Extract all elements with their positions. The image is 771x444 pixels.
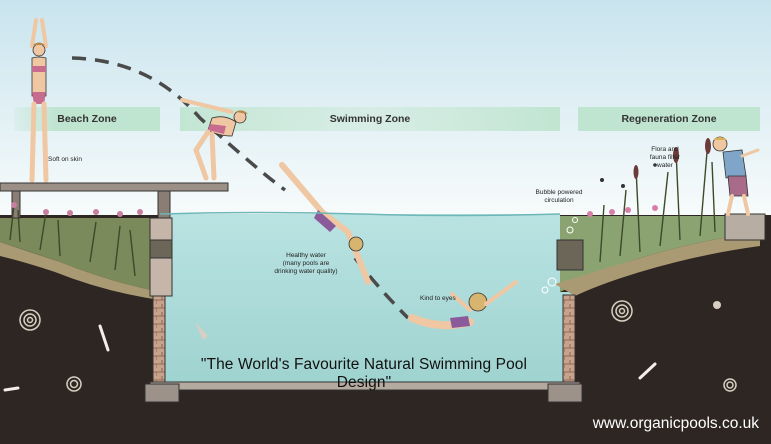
- bubbles: [541, 209, 578, 294]
- flora-line-1: Flora and: [651, 146, 679, 153]
- kind-to-eyes-note: Kind to eyes: [420, 295, 456, 302]
- bones: [3, 324, 657, 392]
- dive-trajectory: [71, 56, 287, 192]
- pool-water: [160, 214, 575, 384]
- regeneration-flowers: [633, 138, 711, 179]
- diving-swimmer-figure: [279, 162, 371, 285]
- website-url: www.organicpools.co.uk: [592, 415, 759, 432]
- pink-blossoms: [587, 205, 658, 217]
- wooden-deck: [0, 182, 229, 192]
- regeneration-bed: [560, 216, 760, 292]
- flying-insects: [600, 163, 657, 188]
- boy-figure: [712, 136, 760, 216]
- beach-planting-bed: [0, 218, 160, 292]
- regeneration-reeds: [599, 139, 716, 263]
- crouching-diver-figure: [180, 98, 248, 181]
- woman-standing-figure: [29, 18, 49, 183]
- bubble-line-1: Bubble powered: [535, 189, 583, 196]
- beach-gravel-layer: [0, 242, 160, 300]
- beach-reeds: [9, 204, 136, 277]
- flora-line-2: fauna filter: [649, 154, 681, 161]
- column-block: [149, 239, 173, 259]
- healthy-water-line-2: (many pools are: [282, 260, 330, 267]
- swimming-zone-label: Swimming Zone: [329, 113, 411, 125]
- flora-fauna-note: Flora and fauna filter water: [640, 146, 690, 170]
- left-pool-wall: [152, 294, 166, 386]
- healthy-water-note: Healthy water (many pools are drinking w…: [266, 252, 346, 276]
- left-footing: [144, 383, 180, 403]
- regeneration-gravel: [555, 232, 760, 296]
- small-creatures: [195, 301, 721, 340]
- regeneration-deck-post: [724, 213, 766, 241]
- deck-post: [157, 190, 171, 219]
- ammonite-fossils: [19, 300, 737, 392]
- healthy-water-line-3: drinking water quality): [274, 268, 338, 275]
- beach-zone-band: [14, 107, 160, 131]
- tagline-quote: "The World's Favourite Natural Swimming …: [200, 356, 528, 391]
- right-pool-wall: [562, 294, 576, 386]
- water-surface: [159, 211, 561, 217]
- bubble-pump-housing: [556, 239, 584, 271]
- beach-flowers: [11, 202, 143, 217]
- bubble-circulation-note: Bubble powered circulation: [524, 189, 594, 205]
- regeneration-zone-band: [578, 107, 760, 131]
- healthy-water-line-1: Healthy water: [286, 252, 326, 259]
- flora-line-3: water: [657, 162, 673, 169]
- right-footing: [547, 383, 583, 403]
- beach-zone-label: Beach Zone: [57, 113, 117, 125]
- regeneration-zone-label: Regeneration Zone: [621, 113, 717, 125]
- bubble-line-2: circulation: [544, 197, 574, 204]
- soft-on-skin-note: Soft on skin: [48, 156, 82, 163]
- underwater-swimmer-figure: [408, 280, 518, 330]
